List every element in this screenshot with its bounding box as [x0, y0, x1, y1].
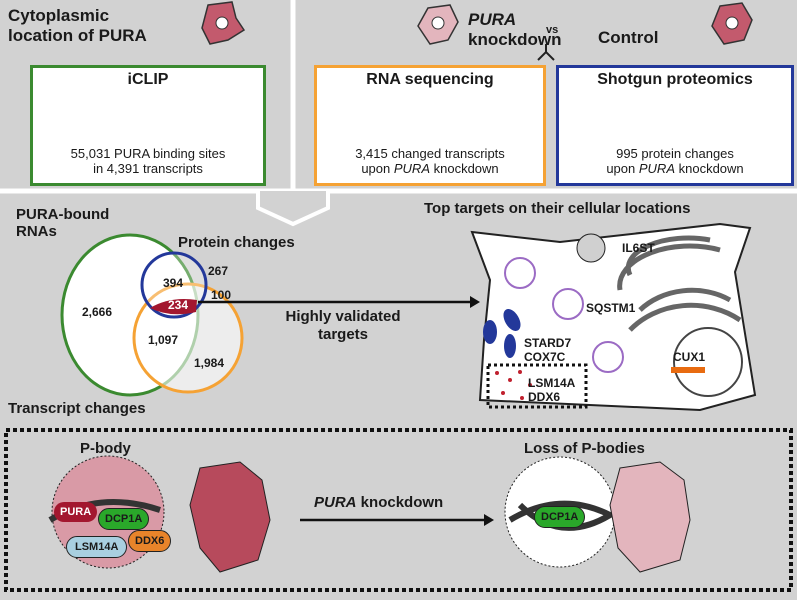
- protein-dcp1a: DCP1A: [98, 508, 150, 530]
- box-title: iCLIP: [127, 71, 169, 88]
- venn-label-transcript: Transcript changes: [8, 400, 146, 417]
- dna-icon: [671, 367, 705, 373]
- pbody-region: [486, 363, 588, 409]
- knockdown-label: PURA knockdown: [314, 494, 444, 511]
- protein-lsm14a: LSM14A: [66, 536, 128, 558]
- vs-label: vs: [546, 24, 559, 36]
- mitochondrion: [503, 309, 521, 331]
- cell-pbody: [189, 461, 271, 573]
- er-golgi: [617, 235, 742, 332]
- autophagosome: [504, 257, 536, 289]
- loss-title: Loss of P-bodies: [524, 440, 645, 457]
- box-title: Shotgun proteomics: [597, 71, 753, 88]
- mitochondrion: [483, 320, 497, 344]
- venn-value: 1,097: [148, 333, 179, 347]
- box-title: RNA sequencing: [366, 71, 494, 88]
- nucleus-icon: [431, 16, 445, 30]
- venn-value: 100: [211, 288, 232, 302]
- target-label: IL6ST: [622, 241, 655, 255]
- cell-loss: [609, 461, 691, 573]
- venn-value: 2,666: [82, 305, 113, 319]
- venn-value: 234: [168, 298, 189, 312]
- pbody-dots: [495, 370, 532, 400]
- nucleus: [673, 327, 743, 397]
- target-label: CUX1: [673, 350, 706, 364]
- venn-value: 267: [208, 264, 229, 278]
- target-label: SQSTM1: [586, 301, 636, 315]
- rnaseq-box: RNA sequencing 3,415 changed transcripts…: [314, 65, 546, 186]
- protein-dcp1a: DCP1A: [534, 506, 586, 528]
- vesicle: [576, 233, 606, 263]
- bottom-panel: [4, 428, 793, 592]
- control-title: Control: [598, 28, 659, 47]
- venn-core: [150, 299, 197, 315]
- merge-arrow: [256, 191, 330, 227]
- protein-ddx6: DDX6: [128, 530, 172, 552]
- arrow-head: [484, 514, 494, 526]
- venn-value: 1,984: [194, 356, 225, 370]
- arrow-head: [470, 296, 480, 308]
- venn-value: 394: [163, 276, 184, 290]
- mitochondrion: [504, 334, 516, 358]
- comparison-icon: [537, 44, 555, 61]
- pbody-title: P-body: [80, 440, 131, 457]
- protein-pura: PURA: [54, 502, 98, 522]
- cell-title: Top targets on their cellular locations: [424, 200, 691, 217]
- autophagosome: [552, 288, 584, 320]
- autophagosome: [592, 341, 624, 373]
- nucleus-icon: [725, 16, 739, 30]
- nucleus-icon: [215, 16, 229, 30]
- venn-label-protein: Protein changes: [178, 234, 295, 251]
